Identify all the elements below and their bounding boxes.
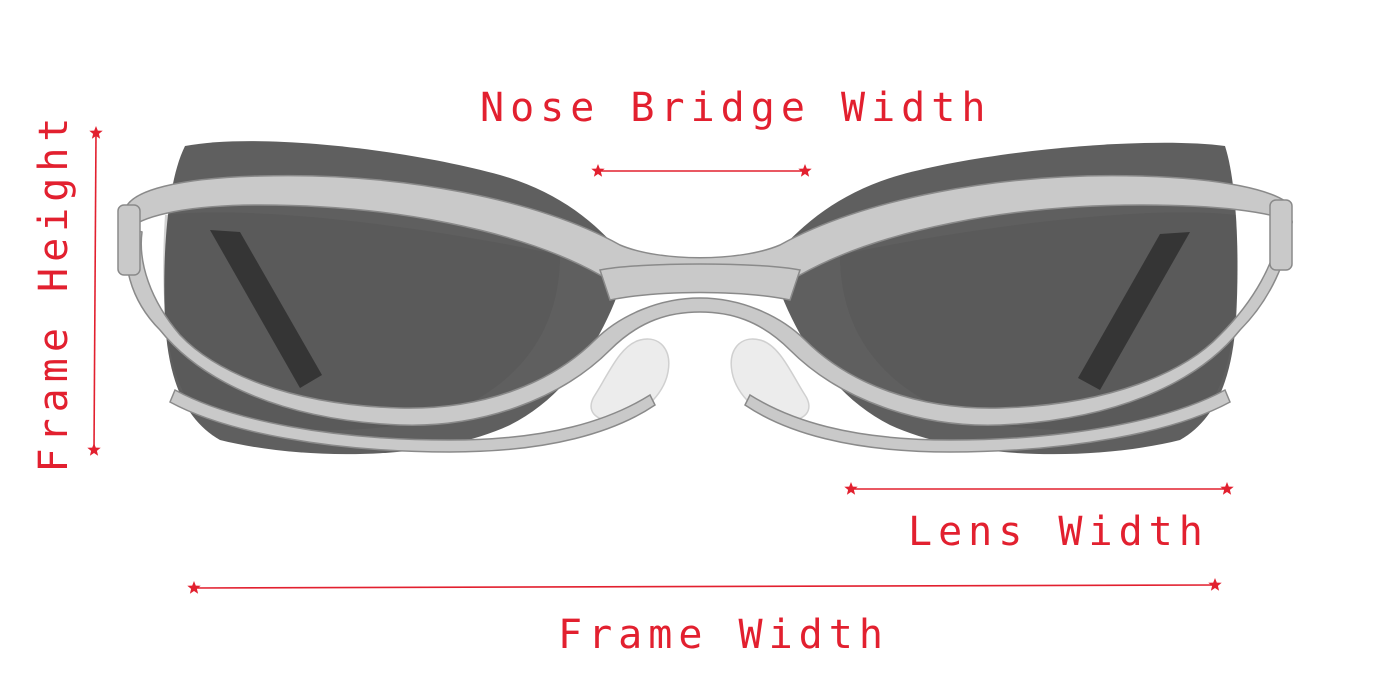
star-icon (187, 581, 201, 594)
frame-bottom-wire-right (744, 388, 1231, 453)
star-icon (1208, 578, 1222, 591)
star-icon (87, 443, 101, 456)
nose-bridge-width-label: Nose Bridge Width (480, 85, 992, 131)
lens-width-measure (844, 482, 1234, 495)
frame-width-line (193, 584, 1216, 589)
left-temple-front (210, 230, 322, 388)
star-icon (1220, 482, 1234, 495)
star-icon (844, 482, 858, 495)
left-lens-shade (163, 212, 560, 431)
measurements (87, 126, 1234, 594)
star-icon (89, 126, 103, 139)
right-lens-shade (840, 212, 1238, 431)
sunglasses-illustration (117, 141, 1293, 455)
frame-height-line (93, 132, 97, 451)
star-icon (591, 164, 605, 177)
bridge-plate (599, 263, 801, 301)
nose-bridge-measure (591, 164, 812, 177)
right-temple-front (1078, 232, 1190, 390)
star-icon (798, 164, 812, 177)
frame-height-measure (87, 126, 103, 456)
frame-width-label: Frame Width (558, 612, 889, 658)
frame-height-label: Frame Height (31, 111, 77, 473)
right-hinge (1269, 199, 1293, 271)
frame-width-measure (187, 578, 1222, 594)
frame-bottom-wire (169, 388, 656, 453)
lens-width-label: Lens Width (908, 509, 1209, 555)
left-hinge (117, 204, 141, 276)
